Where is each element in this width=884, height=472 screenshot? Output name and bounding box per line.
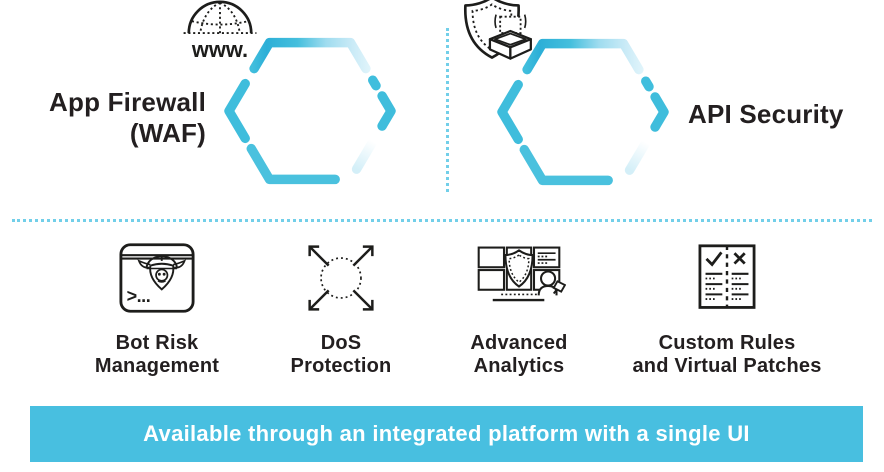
bot-prompt-text: >... (127, 286, 151, 306)
feature-advanced-analytics: Advanced Analytics (404, 238, 634, 378)
expand-arrows-icon (298, 238, 384, 318)
vertical-divider (446, 28, 449, 192)
shield-api-icon (464, 0, 532, 60)
rules-checklist-icon (685, 238, 769, 318)
waf-hexagon: www. (183, 0, 400, 192)
banner-text: Available through an integrated platform… (143, 421, 750, 446)
hexagon-frame (224, 37, 396, 185)
hexagon-right-chevron (377, 91, 396, 131)
hexagon-bottom-arc (246, 143, 340, 185)
hexagon-fade-segment (351, 137, 378, 174)
integrated-platform-banner: Available through an integrated platform… (30, 406, 863, 462)
feature-label: DoS Protection (290, 332, 392, 377)
api-label: API Security (688, 99, 844, 129)
hexagon-left-chevron (224, 78, 250, 144)
waf-label-line1: App Firewall (49, 87, 206, 117)
horizontal-divider (12, 219, 872, 222)
feature-label: Advanced Analytics (470, 332, 568, 377)
globe-www-icon: www. (183, 0, 257, 62)
monitor-analytics-icon (472, 238, 566, 318)
waf-label-line2: (WAF) (129, 118, 206, 148)
waf-label: App Firewall (WAF) (0, 87, 206, 149)
feature-custom-rules: Custom Rules and Virtual Patches (612, 238, 842, 378)
bot-terminal-icon: >... (114, 238, 200, 318)
feature-bot-risk: >... Bot Risk Management (42, 238, 272, 378)
feature-label: Bot Risk Management (94, 332, 220, 377)
hexagon-top-arc (249, 37, 371, 74)
hexagon-right-blob (368, 75, 381, 91)
hexagon-frame (497, 38, 669, 186)
api-hexagon (464, 0, 673, 193)
globe-www-text: www. (191, 37, 248, 62)
feature-dos-protection: DoS Protection (226, 238, 456, 378)
feature-label: Custom Rules and Virtual Patches (632, 332, 822, 377)
